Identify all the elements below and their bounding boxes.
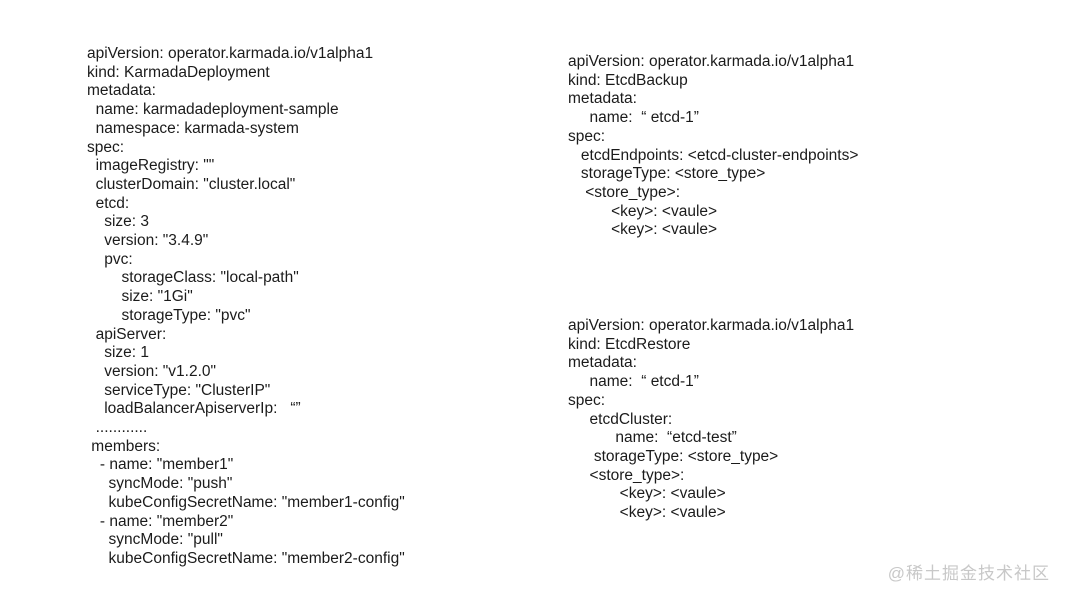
yaml-block-karmada-deployment: apiVersion: operator.karmada.io/v1alpha1… [87, 45, 405, 567]
watermark-text: @稀土掘金技术社区 [887, 564, 1050, 583]
yaml-block-etcd-backup: apiVersion: operator.karmada.io/v1alpha1… [568, 53, 859, 239]
yaml-block-etcd-restore: apiVersion: operator.karmada.io/v1alpha1… [568, 317, 855, 522]
